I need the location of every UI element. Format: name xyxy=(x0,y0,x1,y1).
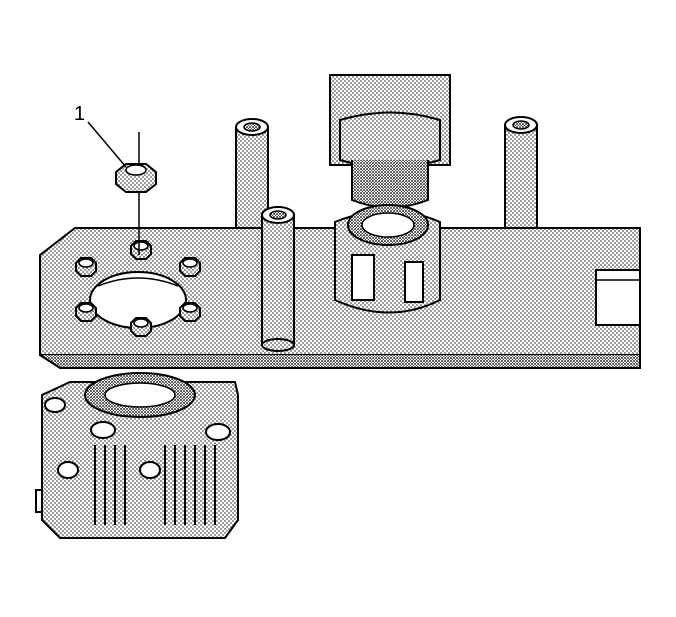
housing-boss xyxy=(44,397,231,479)
bolt-head xyxy=(75,257,97,277)
flange-nut xyxy=(115,163,157,193)
callout-leader xyxy=(87,121,127,168)
guide-post-front xyxy=(261,206,295,352)
housing-ribs xyxy=(94,445,216,525)
callout-label: 1 xyxy=(74,103,85,125)
transmission-housing xyxy=(35,372,239,539)
bolt-head xyxy=(130,317,152,337)
nut-with-centerline xyxy=(115,132,157,255)
bolt-head xyxy=(179,257,201,277)
pressing-adapter xyxy=(334,204,441,314)
bolt-head xyxy=(179,302,201,322)
bolt-head xyxy=(130,240,152,260)
bolt-pattern xyxy=(75,240,201,337)
press-ram xyxy=(329,74,451,209)
bolt-head xyxy=(75,302,97,322)
callout-1: 1 xyxy=(74,103,127,168)
